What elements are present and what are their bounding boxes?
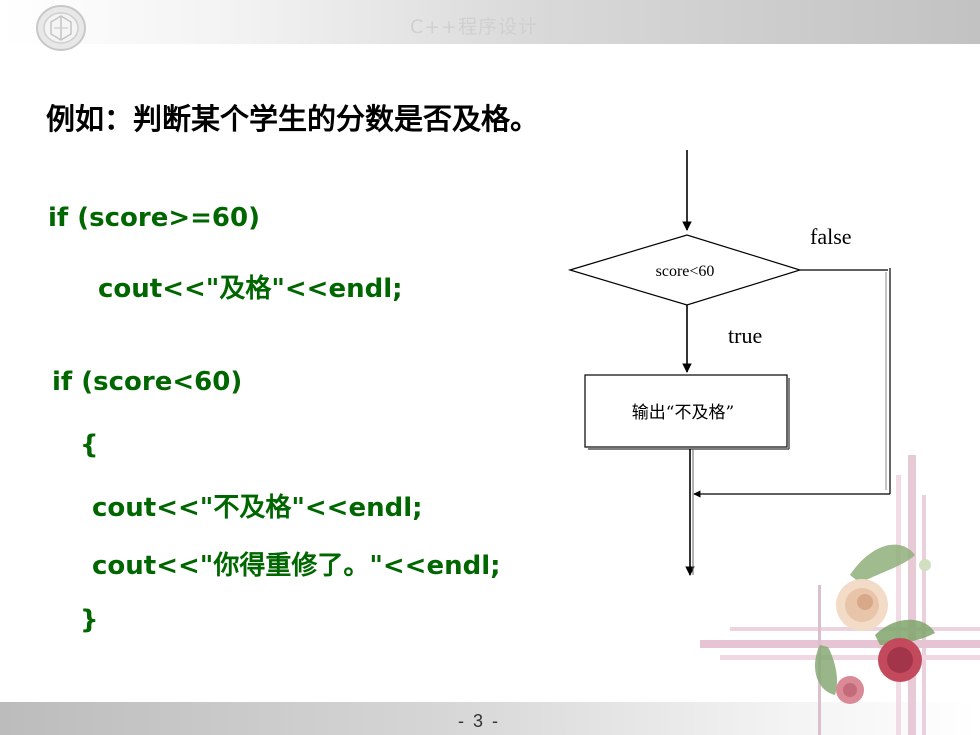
slide-heading: 例如：判断某个学生的分数是否及格。 [46, 102, 540, 136]
code-line: } [80, 605, 99, 635]
flowchart: score<60 false true 输出“不及格” [567, 150, 891, 576]
output-text: 输出“不及格” [632, 403, 734, 423]
page-number: - 3 - [458, 711, 501, 731]
rose-decoration-icon [700, 455, 980, 735]
footer-bar [0, 702, 980, 735]
true-label: true [728, 323, 762, 348]
code-line: if (score<60) [52, 367, 243, 397]
output-box [584, 374, 788, 448]
header-bar [0, 0, 980, 44]
code-line: if (score>=60) [48, 203, 260, 233]
code-line: cout<<"不及格"<<endl; [92, 493, 423, 523]
code-line: cout<<"及格"<<endl; [98, 274, 403, 304]
code-line: { [80, 430, 99, 460]
condition-text: score<60 [656, 263, 715, 280]
code-line: cout<<"你得重修了。"<<endl; [92, 551, 501, 581]
false-label: false [810, 224, 852, 249]
header-title: C++程序设计 [410, 16, 539, 38]
university-logo [36, 5, 86, 51]
